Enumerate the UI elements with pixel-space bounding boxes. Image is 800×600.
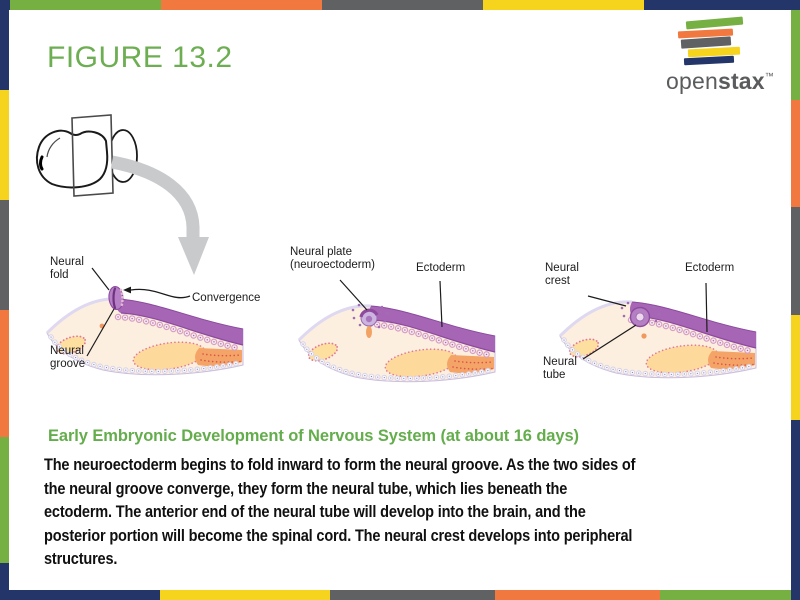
label-ectoderm: Ectoderm (685, 262, 735, 274)
leader-lines (582, 282, 708, 360)
embryo-section-sketch (35, 114, 209, 275)
border-left (0, 0, 9, 600)
border-top (0, 0, 800, 10)
label-convergence: Convergence (192, 292, 261, 304)
label-neural-crest: Neural crest (545, 262, 579, 287)
label-neural-fold: Neural fold (50, 256, 84, 281)
diagram-neural-plate: Neural plate (neuroectoderm) Ectoderm (283, 240, 508, 390)
leader-lines (86, 267, 191, 357)
openstax-logo: openstax™ (652, 14, 788, 96)
cross-section-1 (40, 267, 295, 400)
label-neural-groove: Neural groove (50, 345, 86, 370)
label-neural-plate: Neural plate (neuroectoderm) (290, 246, 376, 271)
caption-heading: Early Embryonic Development of Nervous S… (48, 427, 579, 445)
label-neural-tube: Neural tube (543, 356, 577, 381)
caption-body: The neuroectoderm begins to fold inward … (44, 455, 636, 568)
diagram-neural-groove: Neural fold Convergence Neural groove (40, 248, 295, 400)
border-right (791, 0, 800, 600)
leader-lines (339, 279, 443, 328)
logo-bar-navy (683, 55, 735, 66)
label-ectoderm: Ectoderm (416, 262, 466, 274)
cross-section-2 (283, 279, 508, 390)
logo-bar-green (685, 16, 744, 30)
convergence-arrowhead (123, 286, 131, 294)
page-title: FIGURE 13.2 (47, 41, 233, 74)
border-bottom (0, 590, 800, 600)
diagram-neural-tube: Neural crest Ectoderm Neural tube (530, 248, 770, 400)
logo-wordmark: openstax™ (665, 68, 774, 94)
cross-section-3 (530, 282, 770, 400)
